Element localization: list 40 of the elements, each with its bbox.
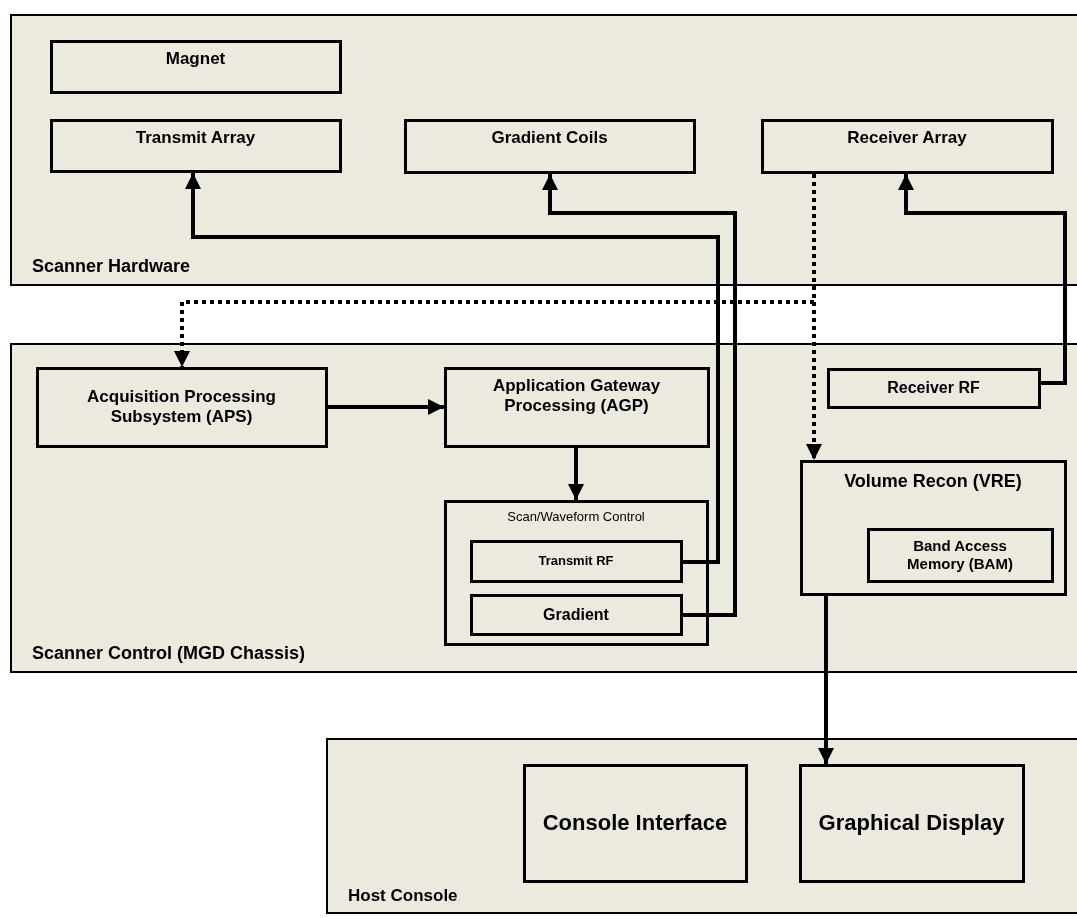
- box-label: Acquisition Processing Subsystem (APS): [86, 386, 277, 428]
- process-box: [49, 118, 342, 173]
- box-label: Magnet: [164, 48, 227, 69]
- box-label: Receiver RF: [886, 378, 981, 398]
- box-label: Transmit Array: [134, 127, 257, 148]
- process-box: [798, 763, 1025, 883]
- process-box: [403, 118, 696, 174]
- group-panel: [326, 738, 1077, 914]
- box-label: Graphical Display: [817, 809, 1006, 837]
- arrow: [818, 596, 834, 764]
- process-box: [35, 366, 328, 448]
- arrow: [328, 399, 444, 415]
- process-box: [49, 39, 342, 94]
- process-box: [522, 763, 748, 883]
- box-label: Transmit RF: [537, 553, 615, 569]
- panel-title: Scanner Control (MGD Chassis): [31, 643, 307, 665]
- process-box: [826, 367, 1041, 409]
- process-box: [443, 366, 710, 448]
- box-label: Application Gateway Processing (AGP): [491, 375, 662, 417]
- box-label: Band Access Memory (BAM): [906, 537, 1014, 573]
- box-label: Console Interface: [541, 809, 729, 837]
- group-panel: [10, 14, 1077, 286]
- subsystem-group-box: [443, 499, 709, 646]
- process-box: [799, 459, 1067, 596]
- arrow: [542, 174, 737, 617]
- panel-title: Scanner Hardware: [31, 256, 192, 278]
- process-box: [469, 539, 683, 583]
- process-box: [469, 593, 683, 636]
- box-label: Gradient: [542, 604, 610, 625]
- process-box: [866, 527, 1054, 583]
- box-label: Volume Recon (VRE): [843, 470, 1023, 493]
- panel-title: Host Console: [347, 885, 459, 906]
- arrow: [898, 174, 1067, 385]
- process-box: [760, 118, 1054, 174]
- arrow: [185, 173, 720, 564]
- box-label: Gradient Coils: [490, 127, 609, 148]
- box-label: Receiver Array: [846, 127, 968, 148]
- group-panel: [10, 343, 1077, 673]
- arrow: [568, 448, 584, 500]
- group-title: Scan/Waveform Control: [506, 508, 646, 525]
